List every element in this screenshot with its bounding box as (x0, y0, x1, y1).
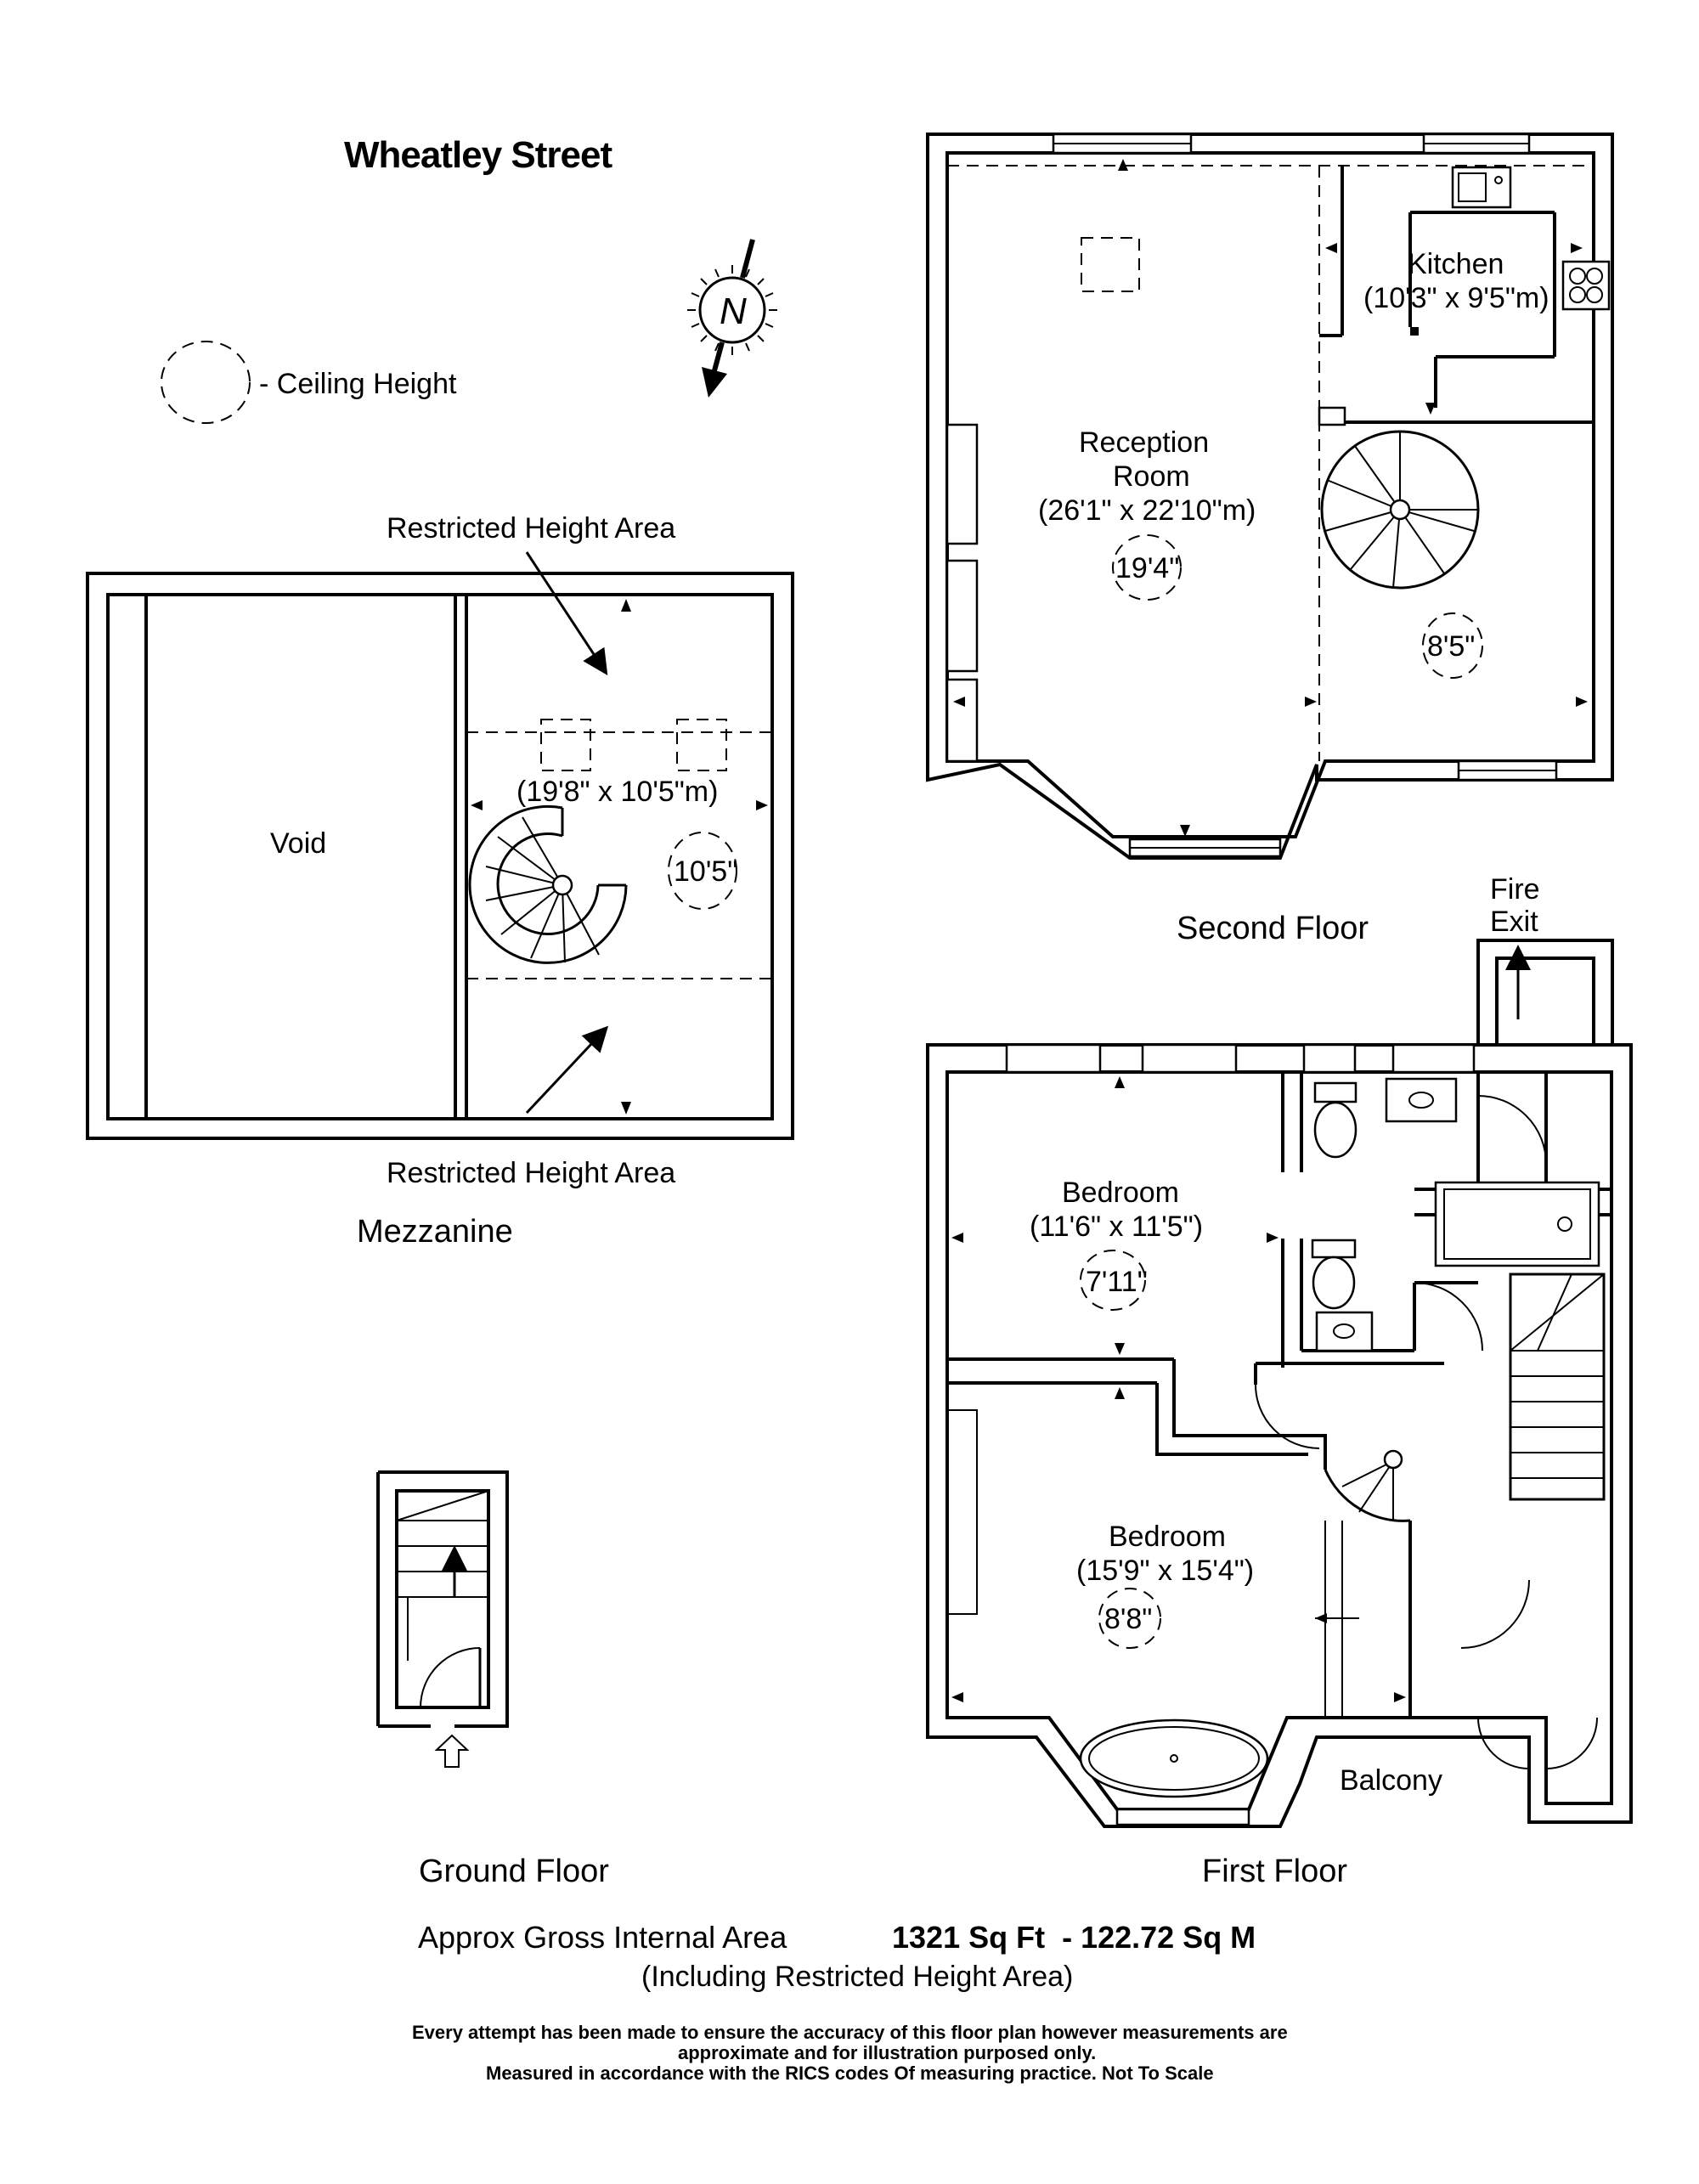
basin-icon (1385, 1077, 1458, 1123)
plan-title: Wheatley Street (344, 134, 612, 176)
mezzanine-ceiling-height: 10'5" (674, 855, 737, 888)
entrance-arrow-icon (434, 1734, 470, 1768)
bedroom-2-size: (15'9" x 15'4") (1076, 1555, 1254, 1587)
mezzanine-void-label: Void (270, 827, 326, 860)
disclaimer-line-3: Measured in accordance with the RICS cod… (486, 2063, 1214, 2084)
toilet-icon (1313, 1081, 1358, 1159)
ground-floor-label: Ground Floor (419, 1854, 609, 1889)
reception-room-name-1: Reception (1079, 426, 1209, 459)
spiral-stair-icon (1324, 1449, 1411, 1522)
staircase-icon (1509, 1273, 1606, 1501)
fire-exit-label-2: Exit (1490, 906, 1538, 938)
toilet-icon (1311, 1239, 1357, 1310)
bedroom-2-name: Bedroom (1109, 1521, 1226, 1553)
reception-room-size: (26'1" x 22'10"m) (1038, 494, 1256, 527)
second-floor-label: Second Floor (1177, 911, 1369, 946)
hob-icon (1561, 260, 1611, 311)
kitchen-size: (10'3" x 9'5"m) (1363, 282, 1549, 314)
stair-room-ceiling-height: 8'5" (1427, 630, 1475, 663)
restricted-height-label-top: Restricted Height Area (387, 512, 675, 545)
reception-ceiling-height: 19'4" (1115, 552, 1179, 584)
bedroom-1-size: (11'6" x 11'5") (1030, 1211, 1203, 1243)
kitchen-sink-icon (1451, 166, 1512, 209)
bedroom-2-ceiling-height: 8'8" (1104, 1603, 1152, 1635)
ceiling-height-legend-icon (161, 341, 251, 424)
mezzanine-plan (86, 551, 794, 1140)
bedroom-1-name: Bedroom (1062, 1177, 1179, 1209)
shower-tray-icon (1434, 1181, 1600, 1267)
kitchen-name: Kitchen (1408, 248, 1504, 280)
compass-letter: N (720, 291, 747, 332)
area-value: 1321 Sq Ft - 122.72 Sq M (892, 1920, 1256, 1955)
spiral-stair-icon (1320, 430, 1480, 590)
first-floor-plan (926, 939, 1633, 1828)
disclaimer-line-1: Every attempt has been made to ensure th… (412, 2022, 1288, 2043)
legend-label: - Ceiling Height (259, 368, 457, 400)
balcony-label: Balcony (1340, 1764, 1442, 1797)
mezzanine-room-size: (19'8" x 10'5"m) (516, 776, 718, 808)
spiral-stair-icon (468, 804, 628, 964)
disclaimer-line-2: approximate and for illustration purpose… (678, 2042, 1096, 2063)
north-compass-icon (687, 239, 777, 398)
first-floor-label: First Floor (1202, 1854, 1347, 1889)
reception-room-name-2: Room (1113, 460, 1190, 493)
bedroom-1-ceiling-height: 7'11" (1086, 1266, 1148, 1298)
area-note: (Including Restricted Height Area) (641, 1961, 1073, 1993)
mezzanine-floor-label: Mezzanine (357, 1214, 513, 1250)
ground-floor-plan (376, 1470, 509, 1768)
area-label: Approx Gross Internal Area (418, 1920, 787, 1955)
basin-icon (1315, 1311, 1374, 1352)
fire-exit-label-1: Fire (1490, 873, 1540, 906)
restricted-height-label-bottom: Restricted Height Area (387, 1157, 675, 1189)
bath-icon (1079, 1718, 1269, 1798)
second-floor-plan (926, 133, 1614, 860)
